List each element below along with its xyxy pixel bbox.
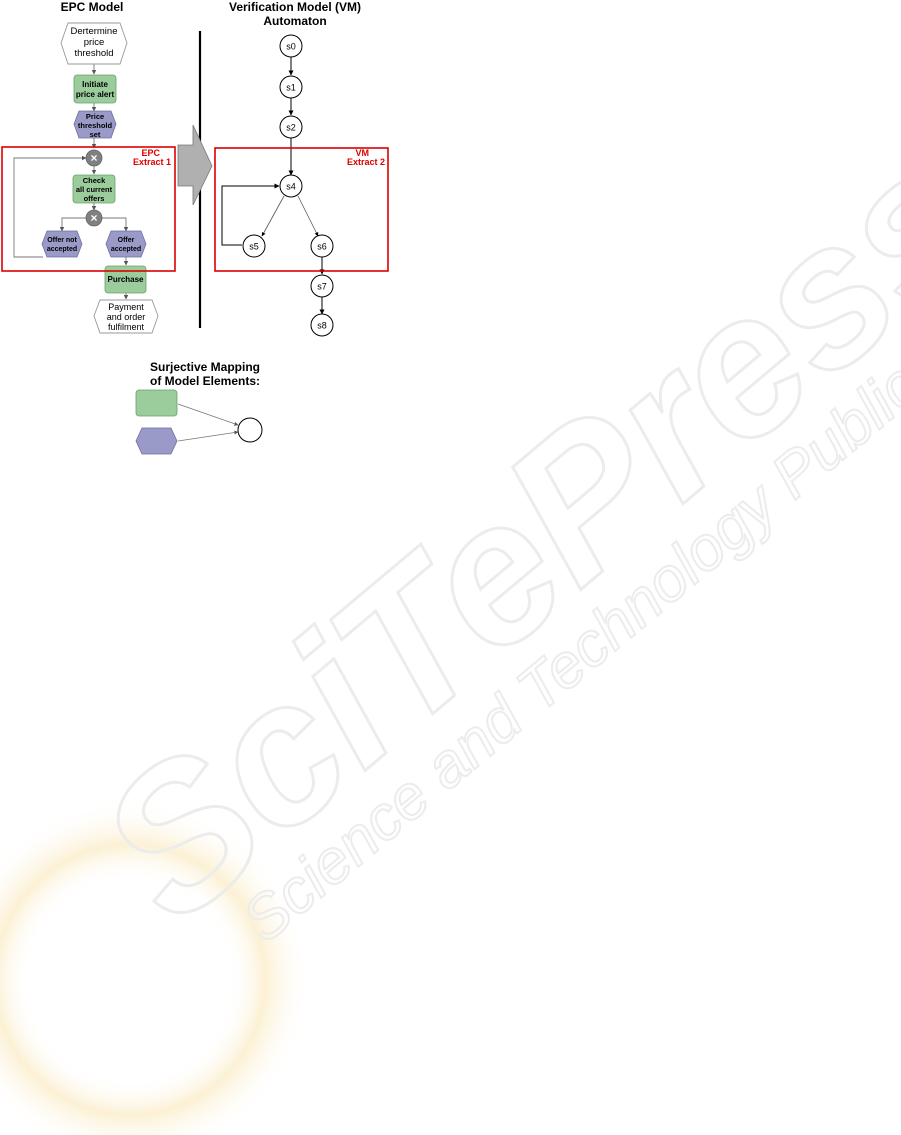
epc-event-price-threshold-set: Price threshold set: [73, 110, 117, 139]
svg-text:Surjective Mapping: Surjective Mapping: [150, 360, 260, 374]
svg-text:accepted: accepted: [111, 246, 141, 253]
epc-connectors: [13, 64, 129, 300]
vm-state-label: s6: [317, 242, 327, 252]
vm-state-label: s5: [249, 242, 259, 252]
epc-event-threshold-line: threshold: [78, 121, 113, 130]
svg-text:fulfilment: fulfilment: [108, 322, 145, 332]
svg-text:VM: VM: [356, 148, 370, 158]
epc-function-initiate-line: Initiate: [82, 80, 108, 89]
epc-event-offer-accepted: Offer accepted: [105, 230, 147, 258]
epc-event-accepted-line: accepted: [111, 246, 141, 253]
vm-state-s4: s4: [279, 174, 303, 198]
epc-function-initiate-line: price alert: [76, 90, 115, 99]
svg-text:Price: Price: [86, 112, 104, 121]
epc-function-check-line: Check: [83, 176, 106, 185]
svg-text:Check: Check: [83, 176, 106, 185]
vm-state-label: s0: [286, 42, 296, 52]
epc-event-not-accepted-line: accepted: [47, 246, 77, 253]
svg-text:EPC: EPC: [141, 148, 160, 158]
vm-title-line1: Verification Model (VM): [229, 0, 361, 14]
epc-function-check-line: all current: [76, 185, 113, 194]
svg-text:offers: offers: [84, 194, 105, 203]
svg-text:price alert: price alert: [76, 90, 115, 99]
epc-model-title: EPC Model: [61, 0, 124, 14]
vm-state-label: s8: [317, 321, 327, 331]
vm-extract-label: Extract 2: [347, 157, 385, 167]
epc-event-determine-price-threshold: Dertermine price threshold: [60, 22, 128, 65]
epc-event-accepted-line: Offer: [118, 237, 135, 244]
epc-event-threshold-line: set: [90, 130, 101, 139]
svg-text:Extract 2: Extract 2: [347, 157, 385, 167]
vm-state-s0: s0: [279, 34, 303, 58]
svg-text:Payment: Payment: [108, 302, 144, 312]
mapping-title-line: of Model Elements:: [150, 374, 260, 388]
vm-state-s8: s8: [310, 313, 334, 337]
xor-symbol: ×: [90, 211, 97, 225]
vm-extract-2-frame: [214, 147, 389, 272]
mapping-state-circle: [237, 417, 263, 443]
epc-event-determine-line: price: [84, 37, 105, 48]
svg-text:Offer not: Offer not: [47, 237, 77, 244]
epc-event-payment-line: and order: [107, 312, 146, 322]
epc-event-payment-fulfilment: Payment and order fulfilment: [93, 299, 159, 334]
svg-text:threshold: threshold: [78, 121, 113, 130]
mapping-arrows: [177, 403, 239, 442]
svg-text:of Model Elements:: of Model Elements:: [150, 374, 260, 388]
svg-text:Extract 1: Extract 1: [133, 157, 171, 167]
vm-state-s6: s6: [310, 234, 334, 258]
mapping-function-swatch: [135, 389, 178, 417]
epc-function-purchase: Purchase: [104, 265, 147, 294]
svg-text:all current: all current: [76, 185, 113, 194]
epc-event-payment-line: Payment: [108, 302, 144, 312]
mapping-event-swatch: [135, 427, 178, 455]
epc-event-offer-not-accepted: Offer not accepted: [41, 230, 83, 258]
epc-event-determine-line: threshold: [74, 48, 113, 59]
epc-function-initiate-price-alert: Initiate price alert: [73, 74, 117, 104]
mapping-title-line: Surjective Mapping: [150, 360, 260, 374]
vm-state-label: s1: [286, 83, 296, 93]
epc-event-payment-line: fulfilment: [108, 322, 145, 332]
vm-state-label: s2: [286, 123, 296, 133]
epc-xor-connector-split: ×: [85, 209, 103, 227]
epc-extract-1-frame: [1, 146, 176, 272]
epc-event-threshold-line: Price: [86, 112, 104, 121]
epc-event-determine-line: Dertermine: [71, 26, 118, 37]
svg-text:set: set: [90, 130, 101, 139]
svg-text:Initiate: Initiate: [82, 80, 108, 89]
epc-extract-label: Extract 1: [133, 157, 171, 167]
svg-text:price: price: [84, 37, 105, 48]
epc-function-check-offers: Check all current offers: [72, 174, 116, 204]
vm-state-s1: s1: [279, 75, 303, 99]
xor-symbol: ×: [90, 151, 97, 165]
vm-state-s2: s2: [279, 115, 303, 139]
vm-extract-label: VM: [356, 148, 370, 158]
vm-state-label: s7: [317, 282, 327, 292]
vm-state-label: s4: [286, 182, 296, 192]
vm-state-s7: s7: [310, 274, 334, 298]
svg-text:threshold: threshold: [74, 48, 113, 59]
epc-event-not-accepted-line: Offer not: [47, 237, 77, 244]
epc-xor-connector-join: ×: [85, 149, 103, 167]
svg-text:Dertermine: Dertermine: [71, 26, 118, 37]
epc-function-check-line: offers: [84, 194, 105, 203]
epc-function-purchase-label: Purchase: [107, 275, 144, 284]
svg-text:accepted: accepted: [47, 246, 77, 253]
transform-arrow: [177, 124, 213, 206]
vm-title-line2: Automaton: [263, 14, 326, 28]
epc-extract-label: EPC: [141, 148, 160, 158]
svg-text:and order: and order: [107, 312, 146, 322]
vm-transitions: [221, 57, 325, 315]
svg-text:Offer: Offer: [118, 237, 135, 244]
vm-state-s5: s5: [242, 234, 266, 258]
